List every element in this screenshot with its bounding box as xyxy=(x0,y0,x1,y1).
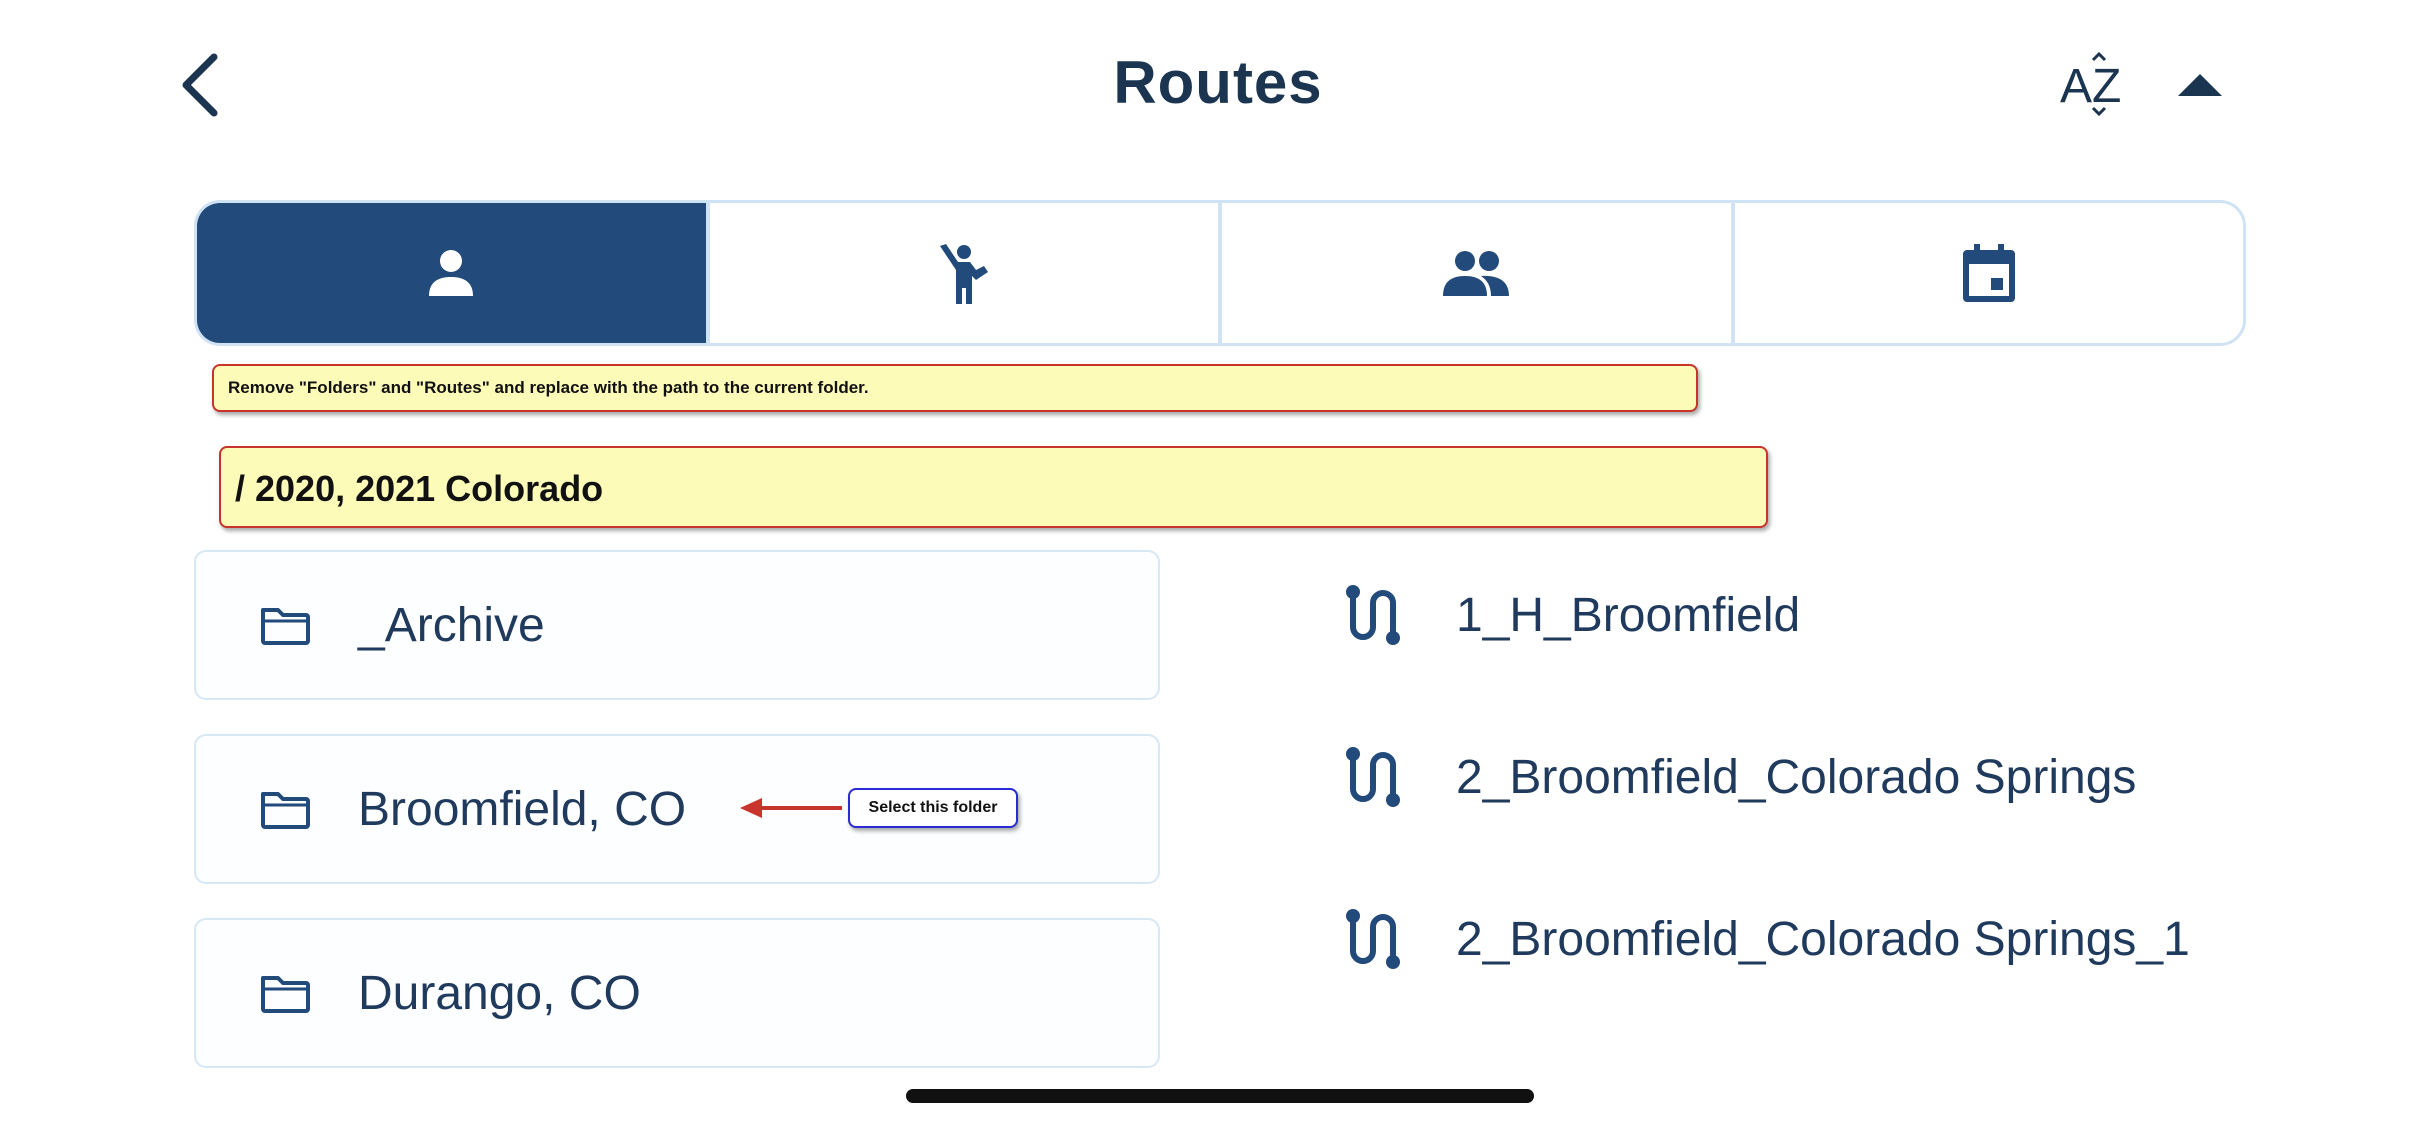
route-label: 1_H_Broomfield xyxy=(1456,588,1801,642)
route-item-2[interactable]: 2_Broomfield_Colorado Springs xyxy=(1344,732,2136,822)
home-indicator[interactable] xyxy=(906,1089,1534,1103)
current-folder-path: / 2020, 2021 Colorado xyxy=(219,446,1768,528)
route-label: 2_Broomfield_Colorado Springs xyxy=(1456,750,2137,804)
group-icon xyxy=(1443,251,1510,296)
folder-item-durango[interactable]: Durango, CO xyxy=(194,918,1160,1068)
sort-direction-button[interactable] xyxy=(2170,60,2230,110)
tab-events[interactable] xyxy=(1735,203,2244,343)
route-icon xyxy=(1346,909,1400,969)
sort-alphabetical-button[interactable]: AZ xyxy=(2058,51,2128,118)
route-icon xyxy=(1346,585,1400,645)
view-tabs xyxy=(194,200,2246,346)
route-item-3[interactable]: 2_Broomfield_Colorado Springs_1 xyxy=(1344,894,2190,984)
tab-my-routes[interactable] xyxy=(197,203,710,343)
route-item-1[interactable]: 1_H_Broomfield xyxy=(1344,570,1800,660)
route-label: 2_Broomfield_Colorado Springs_1 xyxy=(1456,912,2190,966)
triangle-up-icon xyxy=(2178,74,2222,96)
person-waving-icon xyxy=(939,244,988,304)
folder-item-archive[interactable]: _Archive xyxy=(194,550,1160,700)
route-icon xyxy=(1346,747,1400,807)
page-title: Routes xyxy=(1113,49,1323,116)
back-button[interactable] xyxy=(170,50,230,120)
sort-az-label: AZ xyxy=(2060,60,2121,113)
tab-groups[interactable] xyxy=(1222,203,1735,343)
select-folder-callout: Select this folder xyxy=(848,788,1018,828)
arrow-left-icon xyxy=(740,798,842,818)
folder-label: _Archive xyxy=(358,598,545,652)
folder-icon xyxy=(261,792,310,829)
folder-item-broomfield[interactable]: Broomfield, CO xyxy=(194,734,1160,884)
folder-label: Durango, CO xyxy=(358,966,641,1020)
folder-icon xyxy=(261,608,310,645)
instruction-note: Remove "Folders" and "Routes" and replac… xyxy=(212,364,1698,412)
tab-shared-with-me[interactable] xyxy=(710,203,1222,343)
calendar-icon xyxy=(1962,244,2015,302)
person-icon xyxy=(429,250,474,296)
folder-icon xyxy=(261,976,310,1013)
chevron-left-icon xyxy=(182,53,218,117)
sort-az-icon: AZ xyxy=(2060,51,2121,117)
folder-label: Broomfield, CO xyxy=(358,782,687,836)
